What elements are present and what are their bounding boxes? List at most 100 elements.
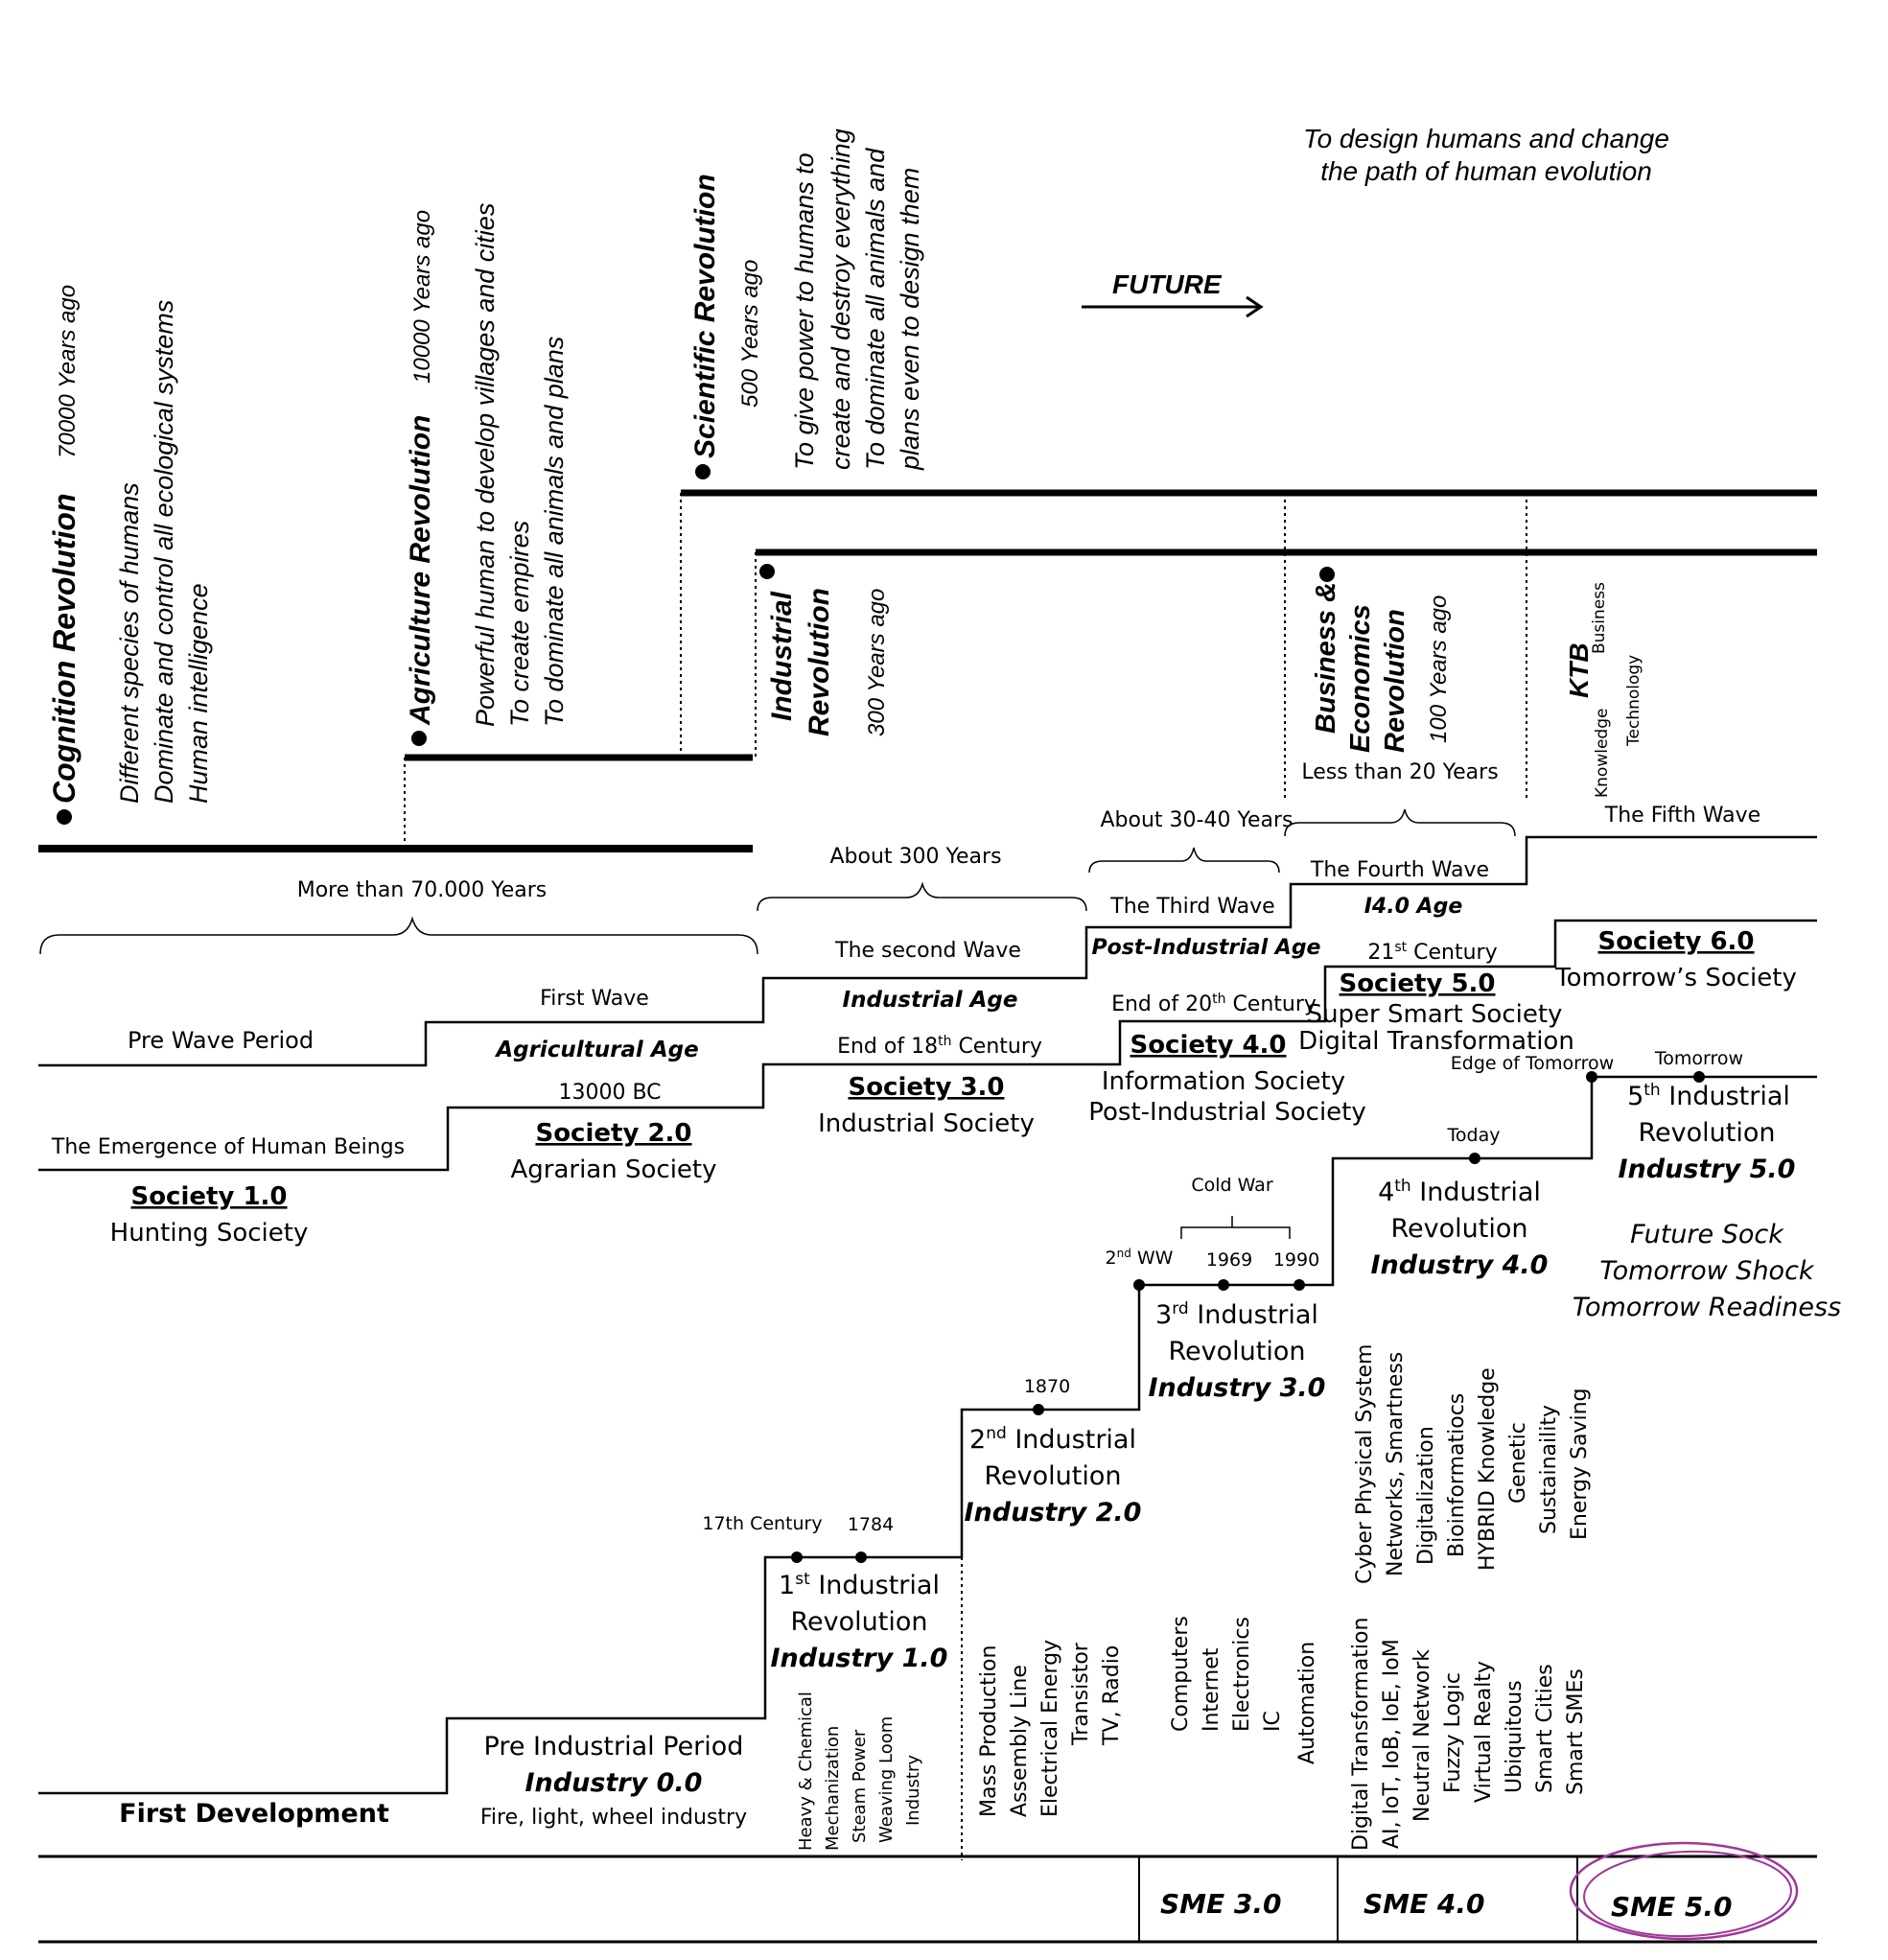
- svg-text:17th Century: 17th Century: [702, 1513, 822, 1534]
- svg-text:Bioinformatiocs: Bioinformatiocs: [1445, 1393, 1469, 1557]
- tomorrow-marker: [1693, 1071, 1705, 1083]
- svg-text:Electronics: Electronics: [1230, 1617, 1254, 1732]
- sme-5-highlight-ellipse-inner: [1583, 1850, 1792, 1938]
- svg-text:Economics: Economics: [1345, 604, 1376, 753]
- svg-text:Technology: Technology: [1624, 655, 1643, 747]
- emergence-of-human-beings: The Emergence of Human Beings: [51, 1135, 405, 1159]
- svg-text:1990: 1990: [1273, 1249, 1319, 1271]
- sme-5: SME 5.0: [1611, 1891, 1733, 1923]
- svg-text:Knowledge: Knowledge: [1593, 709, 1612, 798]
- svg-text:Business: Business: [1590, 582, 1609, 654]
- scientific-dot: [695, 464, 711, 479]
- edge-of-tomorrow: Edge of Tomorrow: [1451, 1053, 1614, 1074]
- svg-text:70000 Years ago: 70000 Years ago: [55, 285, 81, 458]
- society-6-desc: Tomorrow’s Society: [1554, 964, 1797, 992]
- period-braces: More than 70.000 Years About 300 Years A…: [39, 760, 1516, 955]
- svg-text:Industrial: Industrial: [766, 591, 798, 721]
- ir2-items: Mass Production Assembly Line Electrical…: [977, 1640, 1124, 1817]
- end-of-18th-century: End of 18th Century: [837, 1034, 1042, 1059]
- ir2-marker: [1033, 1404, 1044, 1415]
- first-development: First Development: [119, 1799, 389, 1829]
- society-1-title: Society 1.0: [130, 1182, 287, 1211]
- agriculture-dot: [411, 731, 427, 746]
- svg-text:Networks, Smartness: Networks, Smartness: [1384, 1352, 1408, 1576]
- svg-text:Powerful human to develop vill: Powerful human to develop villages and c…: [471, 203, 500, 727]
- period-less-than-20: Less than 20 Years: [1301, 760, 1498, 784]
- svg-text:Heavy & Chemical: Heavy & Chemical: [796, 1692, 816, 1851]
- industry-4: Industry 4.0: [1371, 1250, 1549, 1280]
- ir4-title: 4th Industrial: [1378, 1177, 1541, 1207]
- ir1-revolution: Revolution: [791, 1607, 928, 1637]
- svg-text:To dominate all animals and: To dominate all animals and: [861, 148, 890, 470]
- third-wave: The Third Wave: [1109, 895, 1274, 919]
- society-4-desc-1: Information Society: [1102, 1067, 1345, 1096]
- svg-text:Computers: Computers: [1169, 1616, 1193, 1732]
- svg-text:1969: 1969: [1206, 1249, 1252, 1271]
- svg-text:Agriculture Revolution: Agriculture Revolution: [405, 415, 436, 726]
- svg-text:Neutral Network: Neutral Network: [1410, 1649, 1434, 1822]
- period-more-than-70000: More than 70.000 Years: [297, 878, 548, 902]
- cold-war: Cold War: [1191, 1175, 1272, 1196]
- society-4-desc-2: Post-Industrial Society: [1088, 1098, 1366, 1127]
- tomorrow-shock: Tomorrow Shock: [1599, 1256, 1814, 1286]
- sme-4: SME 4.0: [1364, 1888, 1485, 1920]
- pre-wave-period: Pre Wave Period: [128, 1027, 314, 1054]
- svg-text:To dominate all animals and pl: To dominate all animals and plans: [540, 337, 569, 727]
- svg-text:create and destroy everything: create and destroy everything: [827, 128, 855, 470]
- agriculture-revolution: Agriculture Revolution 10000 Years ago P…: [405, 203, 569, 746]
- svg-text:IC: IC: [1261, 1711, 1285, 1732]
- svg-text:Transistor: Transistor: [1069, 1642, 1093, 1746]
- svg-text:Smart Cities: Smart Cities: [1533, 1664, 1557, 1793]
- business-economics-revolution: Business & Economics Revolution 100 Year…: [1311, 567, 1452, 753]
- svg-text:Human intelligence: Human intelligence: [184, 583, 213, 804]
- post-industrial-age: Post-Industrial Age: [1092, 936, 1321, 960]
- svg-text:To create empires: To create empires: [505, 521, 534, 727]
- society-5-desc-2: Digital Transformation: [1298, 1027, 1574, 1056]
- future-sock: Future Sock: [1630, 1220, 1784, 1249]
- industry-stair: First Development Pre Industrial Period …: [38, 1048, 1841, 1860]
- ir3-title: 3rd Industrial: [1155, 1299, 1318, 1330]
- fire-light-wheel: Fire, light, wheel industry: [480, 1806, 747, 1830]
- ir1-title: 1st Industrial: [779, 1570, 940, 1600]
- svg-text:Different species of humans: Different species of humans: [115, 482, 144, 804]
- svg-text:Virtual Realty: Virtual Realty: [1472, 1661, 1496, 1803]
- svg-text:Dominate and control all ecolo: Dominate and control all ecological syst…: [150, 300, 178, 804]
- svg-text:Business &: Business &: [1311, 582, 1341, 734]
- svg-text:Sustainaility: Sustainaility: [1537, 1405, 1561, 1534]
- tomorrow: Tomorrow: [1654, 1048, 1743, 1069]
- svg-text:Energy Saving: Energy Saving: [1568, 1388, 1592, 1540]
- svg-text:Smart SMEs: Smart SMEs: [1564, 1668, 1588, 1795]
- svg-text:Revolution: Revolution: [1380, 609, 1410, 753]
- svg-text:Industry: Industry: [903, 1755, 923, 1826]
- fifth-wave: The Fifth Wave: [1604, 804, 1760, 828]
- svg-text:KTB: KTB: [1564, 642, 1594, 698]
- date-1870: 1870: [1024, 1376, 1070, 1397]
- svg-text:300 Years ago: 300 Years ago: [864, 589, 890, 736]
- svg-text:FUTURE: FUTURE: [1112, 269, 1223, 299]
- scientific-revolution: Scientific Revolution 500 Years ago To g…: [689, 128, 924, 479]
- svg-text:HYBRID Knowledge: HYBRID Knowledge: [1476, 1367, 1500, 1571]
- svg-text:Revolution: Revolution: [804, 588, 835, 736]
- svg-text:AI, IoT, IoB, IoE, IoM: AI, IoT, IoB, IoE, IoM: [1380, 1639, 1404, 1849]
- society-3-title: Society 3.0: [848, 1073, 1004, 1102]
- svg-text:1784: 1784: [848, 1514, 894, 1535]
- end-of-20th-century: End of 20th Century: [1111, 992, 1317, 1016]
- svg-text:To design humans and change: To design humans and change: [1303, 124, 1669, 153]
- date-today: Today: [1447, 1125, 1501, 1146]
- ir3-markers: 2nd WW 1969 1990 Cold War: [1106, 1175, 1319, 1291]
- society-5-desc-1: Super Smart Society: [1307, 1000, 1563, 1029]
- svg-text:Weaving Loom: Weaving Loom: [876, 1716, 897, 1843]
- svg-text:Fuzzy Logic: Fuzzy Logic: [1441, 1672, 1465, 1793]
- waves-stair: Pre Wave Period First Wave The second Wa…: [38, 804, 1817, 1067]
- svg-text:Mass Production: Mass Production: [977, 1645, 1001, 1817]
- ir2-title: 2nd Industrial: [969, 1424, 1136, 1455]
- svg-text:Cognition Revolution: Cognition Revolution: [47, 494, 82, 805]
- svg-text:Digitalization: Digitalization: [1414, 1426, 1438, 1565]
- ir1-items: Heavy & Chemical Mechanization Steam Pow…: [796, 1692, 923, 1851]
- sme-band: SME 3.0 SME 4.0 SME 5.0: [38, 1841, 1817, 1944]
- agricultural-age: Agricultural Age: [494, 1038, 698, 1062]
- tomorrow-readiness: Tomorrow Readiness: [1573, 1293, 1841, 1322]
- fourth-wave: The Fourth Wave: [1310, 858, 1489, 882]
- society-2-title: Society 2.0: [535, 1119, 691, 1148]
